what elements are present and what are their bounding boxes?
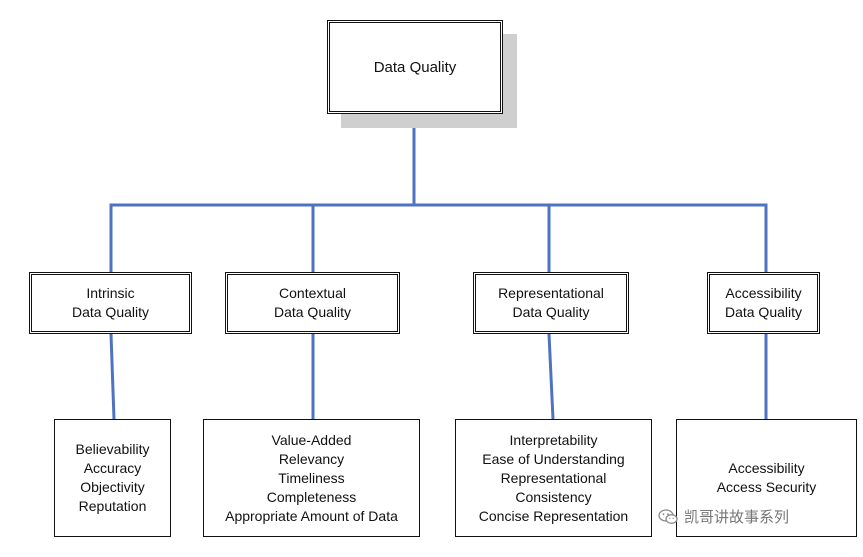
details-accessibility: Accessibility Access Security — [676, 419, 857, 537]
category-accessibility: Accessibility Data Quality — [707, 272, 820, 334]
connector-representational-details — [547, 332, 555, 421]
root-label: Data Quality — [373, 58, 457, 76]
detail-item: Timeliness — [278, 469, 345, 486]
detail-item: Representational — [500, 469, 607, 486]
details-representational: Interpretability Ease of Understanding R… — [455, 419, 652, 537]
detail-item: Accessibility — [728, 460, 805, 476]
detail-item: Accuracy — [83, 460, 142, 476]
detail-item: Relevancy — [278, 450, 345, 467]
details-contextual: Value-Added Relevancy Timeliness Complet… — [203, 419, 420, 537]
detail-item: Concise Representation — [478, 507, 629, 524]
detail-item: Believability — [75, 441, 150, 457]
watermark-text: 凯哥讲故事系列 — [684, 509, 790, 526]
category-intrinsic-line-2: Data Quality — [71, 304, 150, 320]
category-accessibility-line-2: Data Quality — [724, 304, 803, 320]
detail-item: Interpretability — [509, 431, 598, 448]
detail-item: Consistency — [515, 488, 592, 505]
category-contextual-line-2: Data Quality — [273, 304, 352, 320]
detail-item: Completeness — [266, 488, 357, 505]
watermark: 凯哥讲故事系列 — [658, 506, 789, 527]
detail-item: Value-Added — [271, 431, 352, 448]
detail-item: Ease of Understanding — [482, 450, 625, 467]
connector-intrinsic-details — [109, 332, 116, 421]
details-intrinsic: Believability Accuracy Objectivity Reput… — [54, 419, 171, 537]
detail-item: Reputation — [78, 498, 147, 514]
root-node-data-quality: Data Quality — [327, 20, 503, 114]
category-representational-line-1: Representational — [498, 285, 604, 301]
detail-item: Appropriate Amount of Data — [225, 507, 398, 524]
category-intrinsic: Intrinsic Data Quality — [29, 272, 192, 334]
category-representational-line-2: Data Quality — [512, 304, 590, 320]
category-contextual: Contextual Data Quality — [225, 272, 400, 334]
category-contextual-line-1: Contextual — [279, 285, 346, 301]
detail-item: Objectivity — [80, 479, 145, 495]
wechat-icon — [658, 508, 678, 525]
category-accessibility-line-1: Accessibility — [725, 285, 802, 301]
detail-item: Access Security — [716, 479, 817, 495]
category-intrinsic-line-1: Intrinsic — [86, 285, 135, 301]
category-representational: Representational Data Quality — [473, 272, 629, 334]
